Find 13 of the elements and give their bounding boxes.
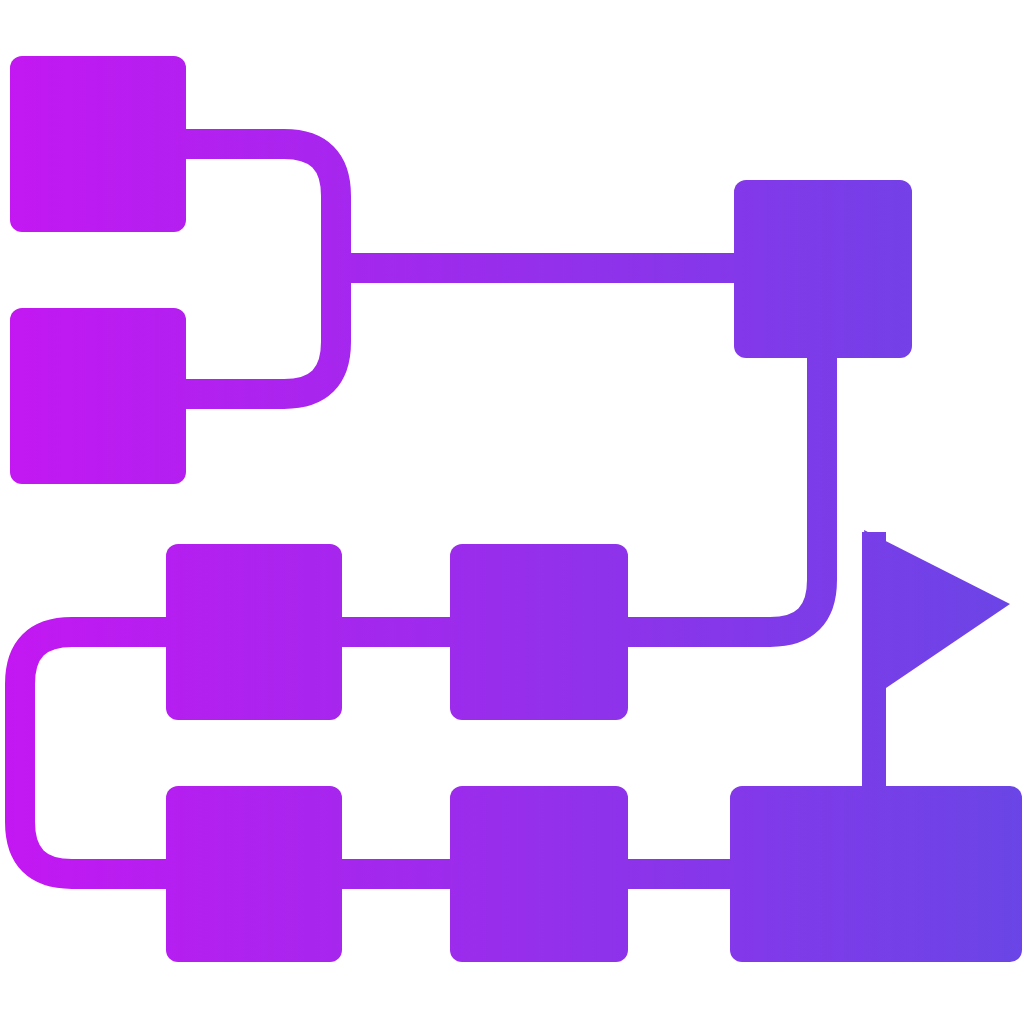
square-block — [730, 786, 1022, 962]
connector-line — [628, 358, 837, 647]
square-block — [10, 56, 186, 232]
square-block — [734, 180, 912, 358]
square-block — [10, 308, 186, 484]
connector-line — [5, 617, 166, 889]
square-block — [450, 786, 628, 962]
square-block — [166, 544, 342, 720]
connector-line — [628, 859, 730, 889]
square-block — [166, 786, 342, 962]
connector-line — [342, 859, 450, 889]
square-block — [450, 544, 628, 720]
connector-line — [342, 617, 450, 647]
